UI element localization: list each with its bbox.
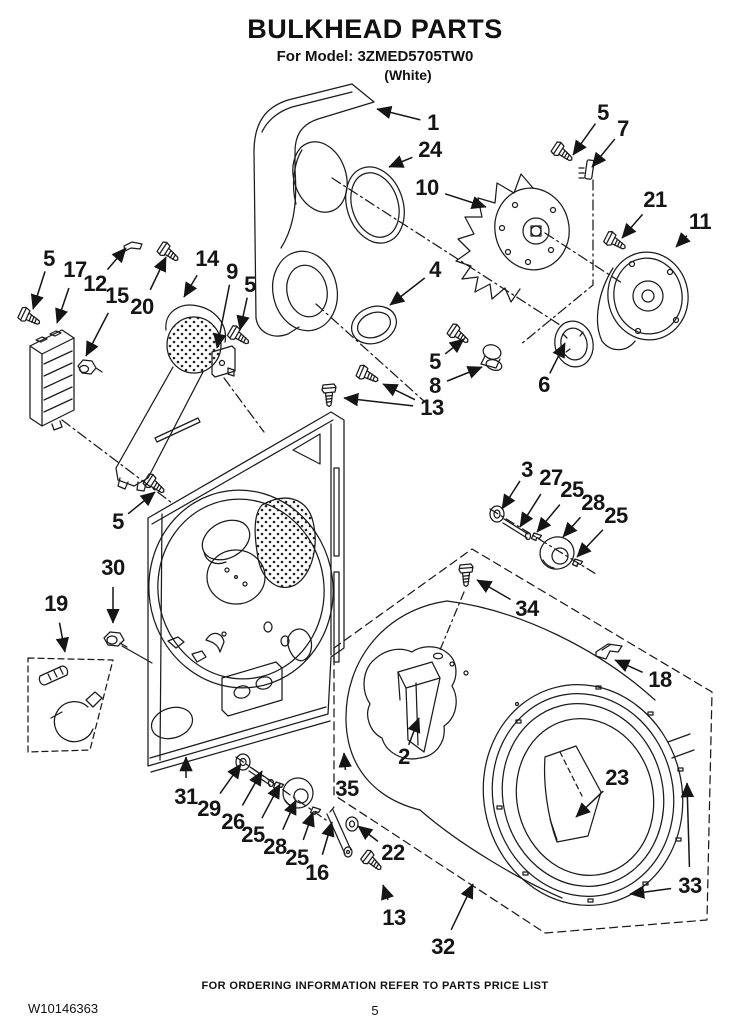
document-number: W10146363 [28, 1001, 99, 1016]
leader-line-33 [680, 782, 695, 868]
leader-line-15 [85, 312, 109, 357]
leader-line-26 [241, 770, 263, 806]
leader-line-18 [614, 659, 643, 673]
leader-line-34 [476, 579, 511, 601]
callout-label-9: 9 [226, 259, 238, 284]
leader-line-13 [343, 392, 414, 407]
leader-line-9 [213, 284, 231, 349]
callout-label-21: 21 [643, 187, 667, 212]
leader-line-1 [376, 105, 421, 121]
callout-label-20: 20 [130, 294, 154, 319]
leader-line-19 [55, 622, 70, 653]
leader-line-25 [301, 811, 315, 841]
callout-label-4: 4 [429, 257, 441, 282]
leader-line-23 [575, 790, 604, 818]
callout-label-6: 6 [538, 372, 550, 397]
leader-line-13 [382, 383, 416, 401]
callout-label-27: 27 [539, 465, 563, 490]
callout-label-25: 25 [241, 822, 265, 847]
leader-line-16 [321, 821, 335, 855]
callout-label-3: 3 [521, 457, 533, 482]
callout-label-26: 26 [221, 809, 245, 834]
page-number: 5 [371, 1003, 379, 1018]
callout-label-29: 29 [197, 796, 221, 821]
leader-line-29 [219, 763, 242, 794]
model-line: For Model: 3ZMED5705TW0 [276, 48, 474, 65]
callout-label-25: 25 [285, 845, 309, 870]
callout-label-14: 14 [195, 246, 219, 271]
leader-line-32 [450, 883, 474, 931]
leader-line-25 [536, 504, 561, 533]
callout-label-11: 11 [688, 209, 712, 234]
leader-line-5 [572, 123, 597, 156]
callout-label-2: 2 [398, 744, 410, 769]
leader-line-21 [621, 213, 644, 239]
leader-line-14 [183, 274, 198, 298]
title-block: BULKHEAD PARTS For Model: 3ZMED5705TW0 (… [0, 14, 750, 83]
callout-label-13: 13 [382, 905, 406, 930]
leader-line-8 [446, 366, 483, 382]
ordering-note: FOR ORDERING INFORMATION REFER TO PARTS … [201, 980, 549, 992]
leader-line-6 [549, 342, 566, 374]
callout-label-7: 7 [617, 116, 629, 141]
callout-label-13: 13 [420, 395, 444, 420]
callout-label-15: 15 [105, 283, 129, 308]
callout-label-16: 16 [305, 860, 329, 885]
callout-label-33: 33 [678, 873, 702, 898]
leader-line-2 [407, 717, 421, 746]
callout-label-35: 35 [335, 776, 359, 801]
leader-line-4 [389, 277, 426, 306]
leader-line-12 [106, 247, 127, 271]
callout-label-30: 30 [101, 555, 125, 580]
callout-label-5: 5 [244, 272, 256, 297]
callout-label-5: 5 [429, 349, 441, 374]
callout-label-5: 5 [43, 246, 55, 271]
color-line: (White) [384, 67, 432, 83]
callout-label-8: 8 [429, 373, 441, 398]
leader-line-7 [591, 138, 616, 168]
leader-line-10 [444, 193, 487, 210]
callout-label-19: 19 [44, 591, 68, 616]
leader-line-20 [149, 256, 167, 291]
leader-line-11 [675, 232, 691, 248]
leader-line-25 [261, 783, 281, 819]
callout-label-28: 28 [263, 834, 287, 859]
leader-line-5 [444, 338, 465, 355]
callout-label-12: 12 [83, 271, 107, 296]
callout-label-32: 32 [431, 934, 455, 959]
callout-label-34: 34 [515, 596, 539, 621]
leader-line-27 [519, 493, 542, 528]
callout-label-5: 5 [597, 100, 609, 125]
callout-label-22: 22 [381, 840, 405, 865]
leader-line-35 [338, 752, 352, 771]
page-title: BULKHEAD PARTS [247, 14, 503, 44]
leader-line-5 [236, 297, 250, 331]
callout-label-28: 28 [581, 490, 605, 515]
leader-line-28 [562, 516, 581, 538]
leader-line-28 [282, 799, 297, 830]
leader-line-17 [55, 287, 70, 324]
leader-line-5 [127, 491, 156, 515]
leader-line-3 [501, 480, 521, 510]
leader-line-25 [576, 529, 604, 558]
callout-label-10: 10 [415, 175, 439, 200]
callout-label-1: 1 [427, 110, 439, 135]
callout-label-23: 23 [605, 765, 629, 790]
leader-line-5 [30, 271, 46, 310]
callout-label-25: 25 [560, 477, 584, 502]
leader-line-22 [357, 825, 379, 842]
callout-label-25: 25 [604, 503, 628, 528]
leader-line-33 [629, 885, 672, 899]
leader-line-13 [381, 884, 394, 901]
leader-line-24 [388, 155, 413, 168]
callout-label-24: 24 [418, 137, 442, 162]
callout-label-18: 18 [648, 667, 672, 692]
callout-label-31: 31 [174, 784, 198, 809]
callout-label-5: 5 [112, 509, 124, 534]
callout-label-17: 17 [63, 257, 87, 282]
